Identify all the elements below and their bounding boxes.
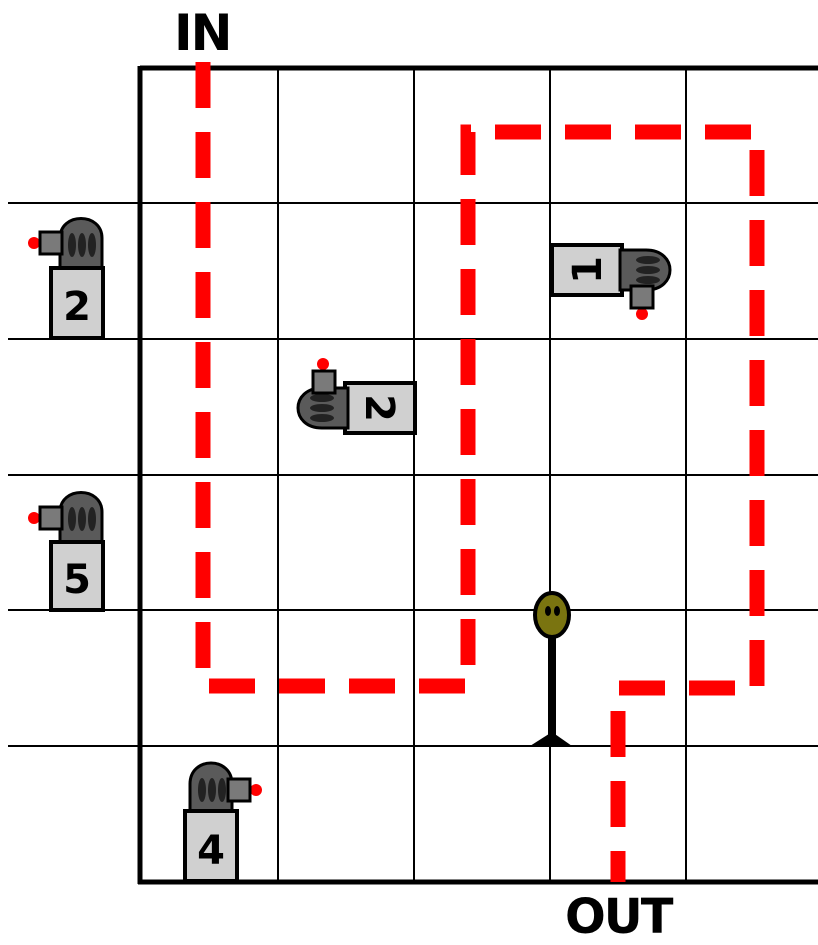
turret-vent xyxy=(310,394,334,402)
turret-number: 2 xyxy=(356,394,402,422)
turret-light xyxy=(28,512,40,524)
street-lamp-icon[interactable] xyxy=(530,593,572,746)
turret-number: 4 xyxy=(197,828,225,874)
turret-barrel xyxy=(631,286,653,308)
turret-number: 5 xyxy=(63,557,91,603)
turret-light xyxy=(250,784,262,796)
turret-vent xyxy=(310,414,334,422)
turret-barrel xyxy=(228,779,250,801)
lamp-eye xyxy=(554,606,560,616)
turret-light xyxy=(28,237,40,249)
turret-vent xyxy=(68,507,76,531)
turret-vent xyxy=(208,778,216,802)
turret-light xyxy=(636,308,648,320)
turret-vent xyxy=(218,778,226,802)
turret-number: 1 xyxy=(565,256,611,284)
turret-vent xyxy=(68,233,76,257)
enemy-path xyxy=(203,62,757,882)
turret-vent xyxy=(88,507,96,531)
turret[interactable]: 2 xyxy=(298,358,415,433)
turret-vent xyxy=(636,266,660,274)
turret-vent xyxy=(198,778,206,802)
turret-vent xyxy=(88,233,96,257)
turret-number: 2 xyxy=(63,284,91,330)
lamp-eye xyxy=(545,606,551,616)
turret[interactable]: 5 xyxy=(28,493,103,611)
grid xyxy=(8,68,818,882)
lamp-head xyxy=(535,593,569,637)
turret-light xyxy=(317,358,329,370)
turret[interactable]: 1 xyxy=(552,245,670,320)
turret-vent xyxy=(636,256,660,264)
turret-barrel xyxy=(40,232,62,254)
turret-vent xyxy=(78,233,86,257)
turret-barrel xyxy=(40,507,62,529)
turret-barrel xyxy=(313,371,335,393)
lamp-pole xyxy=(548,630,556,742)
turret[interactable]: 2 xyxy=(28,219,103,339)
turret-vent xyxy=(78,507,86,531)
turret-vent xyxy=(310,404,334,412)
turret-vent xyxy=(636,276,660,284)
turret[interactable]: 4 xyxy=(185,763,262,881)
